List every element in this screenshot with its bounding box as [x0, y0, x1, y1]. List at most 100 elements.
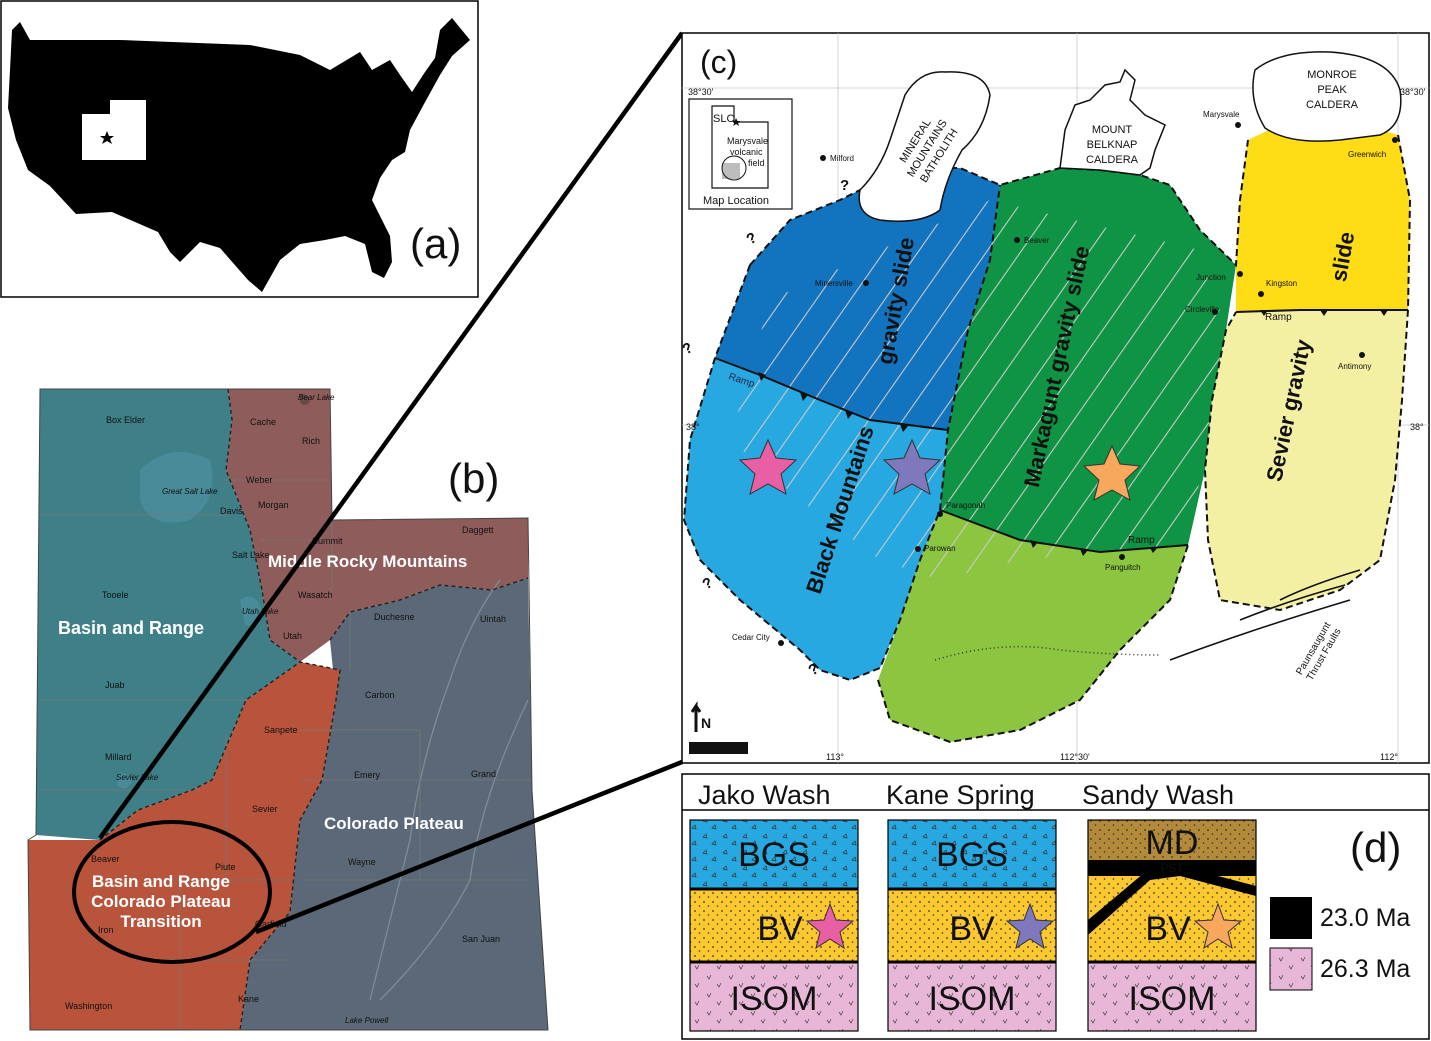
region-rocky [226, 389, 528, 662]
coordinate-labels: 38°30' 38°30' 38° 38° 113° 112°30' 112° [686, 87, 1426, 762]
bear-lake [300, 394, 310, 405]
county-label: Millard [105, 752, 132, 762]
county-lines [40, 479, 530, 1030]
region-transition [28, 662, 340, 1030]
water-label: Bear Lake [298, 393, 335, 402]
county-label: Box Elder [106, 415, 145, 425]
star-kane-spring [882, 438, 942, 495]
column-title-kane: Kane Spring [886, 780, 1035, 810]
county-label: Summit [312, 536, 343, 546]
north-arrow-icon: N [690, 701, 711, 732]
layer-label: ISOM [1129, 980, 1216, 1018]
water-label: Lake Powell [345, 1016, 388, 1025]
county-label: Rich [302, 436, 320, 446]
county-label: Sevier [252, 804, 278, 814]
region-label-rocky: Middle Rocky Mountains [268, 552, 467, 571]
town-label: Beaver [1024, 236, 1050, 245]
layer-label: BGS [936, 836, 1008, 874]
town-label: Milford [830, 154, 854, 163]
county-label: Salt Lake [232, 550, 270, 560]
county-label: Morgan [258, 500, 289, 510]
callout-line-top [98, 31, 684, 840]
pst-fault [1088, 866, 1256, 935]
callout-line-bottom [255, 759, 683, 935]
coord-label: 113° [826, 752, 844, 762]
column-sandy: MD PST BV ISOM [1087, 819, 1257, 1032]
slc-star-icon [100, 131, 114, 144]
slc-star-icon [731, 118, 741, 126]
ramp-label: Ramp [1265, 312, 1292, 323]
monroe-peak-caldera [1252, 51, 1402, 142]
ramp-faults [714, 309, 1408, 554]
layer-label: BV [1145, 910, 1191, 948]
town-label: Panguitch [1105, 563, 1141, 572]
county-label: Beaver [91, 854, 120, 864]
sevier-lake [118, 773, 132, 789]
legend-swatch [1270, 897, 1312, 939]
belknap-label: MOUNT [1092, 124, 1133, 136]
north-label: N [701, 715, 711, 731]
green-river [369, 579, 501, 1001]
column-jako: BGS BV ISOM [689, 819, 859, 1032]
county-label: Daggett [462, 525, 494, 535]
monroe-label: MONROE [1307, 69, 1357, 81]
column-title-jako: Jako Wash [698, 780, 831, 810]
county-label: Davis [220, 506, 243, 516]
inset-field: Marysvale [727, 136, 768, 146]
county-label: Wasatch [298, 590, 333, 600]
coord-label: 38° [686, 422, 700, 432]
water-label: Great Salt Lake [162, 487, 218, 496]
panel-a: (a) [0, 0, 479, 298]
layer-label: BV [949, 910, 995, 948]
scale-bar [689, 742, 748, 754]
rocky-boundary [225, 388, 529, 663]
panel-a-label: (a) [410, 220, 461, 267]
county-label: Piute [215, 862, 236, 872]
county-label: Juab [105, 680, 125, 690]
question-mark: ? [840, 177, 849, 194]
county-label: Weber [246, 475, 272, 485]
star-jako-wash [738, 438, 798, 495]
county-labels: Box Elder Cache Rich Weber Davis Morgan … [65, 415, 506, 1011]
star-icon [805, 902, 855, 950]
town-label: Cedar City [732, 633, 770, 642]
county-label: Kane [238, 994, 259, 1004]
monroe-label: PEAK [1317, 84, 1347, 96]
county-label: Washington [65, 1001, 112, 1011]
panel-c: MINERAL MOUNTAINS BATHOLITH MOUNT BELKNA… [680, 32, 1430, 764]
star-icon [1005, 902, 1055, 950]
county-label: San Juan [462, 934, 500, 944]
county-label: Carbon [365, 690, 395, 700]
belknap-label: CALDERA [1086, 154, 1139, 166]
town-label: Paragonah [946, 501, 985, 510]
water-label: Utah Lake [242, 607, 279, 616]
coord-label: 112° [1380, 752, 1398, 762]
town-label: Antimony [1338, 362, 1371, 371]
county-label: Duchesne [374, 612, 415, 622]
pst-label: PST [1160, 861, 1184, 875]
column-title-sandy: Sandy Wash [1082, 780, 1234, 810]
transition-boundary [99, 661, 341, 1031]
inset-map: SLC Marysvale volcanic field Map Locatio… [688, 98, 793, 210]
coord-label: 38°30' [688, 87, 714, 97]
town-label: Parowan [924, 544, 956, 553]
panel-c-label: (c) [700, 44, 737, 80]
legend-text: 26.3 Ma [1320, 955, 1410, 983]
mount-belknap-caldera [1059, 68, 1166, 176]
county-label: Uintah [480, 614, 506, 624]
great-salt-lake [140, 452, 213, 523]
region-label-basin-range: Basin and Range [58, 618, 204, 638]
legend: 23.0 Ma 26.3 Ma [1269, 897, 1410, 991]
layer-label: MD [1146, 824, 1199, 862]
town-label: Junction [1196, 273, 1226, 282]
monroe-label: CALDERA [1306, 99, 1359, 111]
town-label: Greenwich [1348, 150, 1386, 159]
panel-b: Box Elder Cache Rich Weber Davis Morgan … [27, 388, 549, 1031]
coord-label: 38°30' [1400, 87, 1426, 97]
utah-state-outline [27, 388, 549, 1031]
scale-label: 10 km [707, 744, 732, 754]
coord-label: 112°30' [1060, 752, 1090, 762]
usa-silhouette [8, 18, 470, 292]
region-label-plateau: Colorado Plateau [324, 814, 464, 833]
